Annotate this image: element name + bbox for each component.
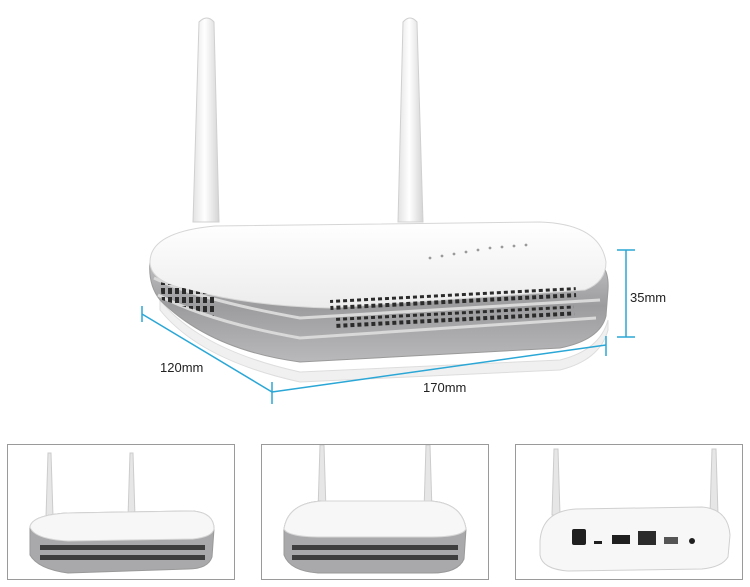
status-led-row (428, 243, 528, 260)
width-dimension-label: 170mm (423, 380, 467, 395)
thumbnail-angled-front-view[interactable] (7, 444, 235, 580)
height-dimension-line (617, 249, 635, 338)
front-router-image (283, 445, 467, 574)
side-vent-slots (160, 282, 577, 328)
rear-router-image (539, 448, 731, 572)
thumbnail-rear-ports-view[interactable] (515, 444, 743, 580)
main-product-illustration (141, 17, 635, 404)
thumbnail-front-view[interactable] (261, 444, 489, 580)
depth-dimension-line (141, 306, 273, 404)
right-antenna (397, 17, 424, 223)
height-dimension-label: 35mm (630, 290, 667, 305)
width-dimension-line (271, 336, 607, 393)
left-antenna (192, 17, 220, 223)
depth-dimension-label: 120mm (160, 360, 204, 375)
angled-front-router-image (29, 452, 215, 574)
rear-port-row (572, 529, 695, 545)
